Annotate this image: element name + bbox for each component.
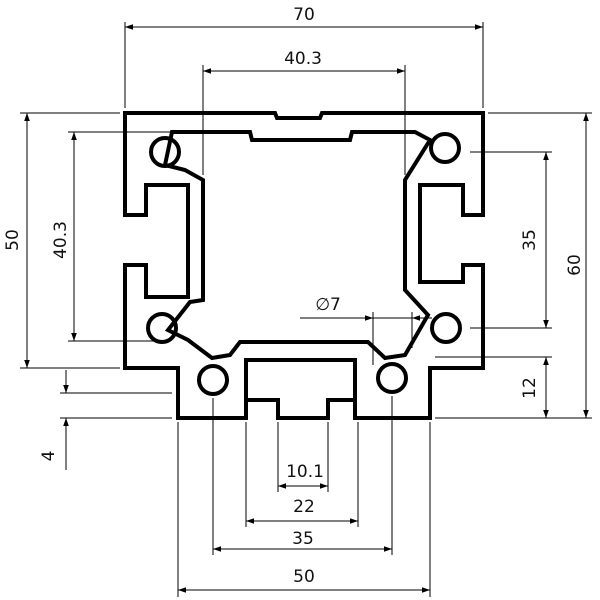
dimension-labels: 70 40.3 50 40.3 35 60 ∅7 12 4 10.1 22 35… (3, 5, 585, 587)
dim-left-inner-height: 40.3 (51, 221, 71, 259)
dimension-lines (24, 24, 589, 593)
dim-foot-height: 12 (520, 377, 540, 399)
foot-hole-right (376, 362, 408, 394)
dim-hole-diameter: ∅7 (315, 295, 341, 315)
corner-hole-top-right (429, 132, 461, 164)
corner-hole-mid-left (146, 312, 178, 344)
inner-cavity (162, 130, 433, 361)
dim-slot-width: 10.1 (286, 462, 324, 482)
dim-bottom-step: 4 (39, 451, 59, 462)
dim-channel-width: 22 (293, 497, 315, 517)
corner-hole-top-left (149, 136, 181, 168)
dim-left-height: 50 (3, 229, 23, 251)
dim-right-height: 60 (565, 254, 585, 276)
dim-base-width: 50 (293, 567, 315, 587)
foot-hole-left (197, 364, 229, 396)
corner-hole-mid-right (430, 312, 462, 344)
dim-hole-spacing: 35 (292, 529, 314, 549)
bottom-channel (244, 358, 357, 400)
dim-right-inner-height: 35 (520, 229, 540, 251)
dim-inner-width: 40.3 (284, 49, 322, 69)
dim-top-width: 70 (293, 5, 315, 25)
extension-lines (20, 22, 592, 597)
profile-outline (123, 111, 485, 420)
